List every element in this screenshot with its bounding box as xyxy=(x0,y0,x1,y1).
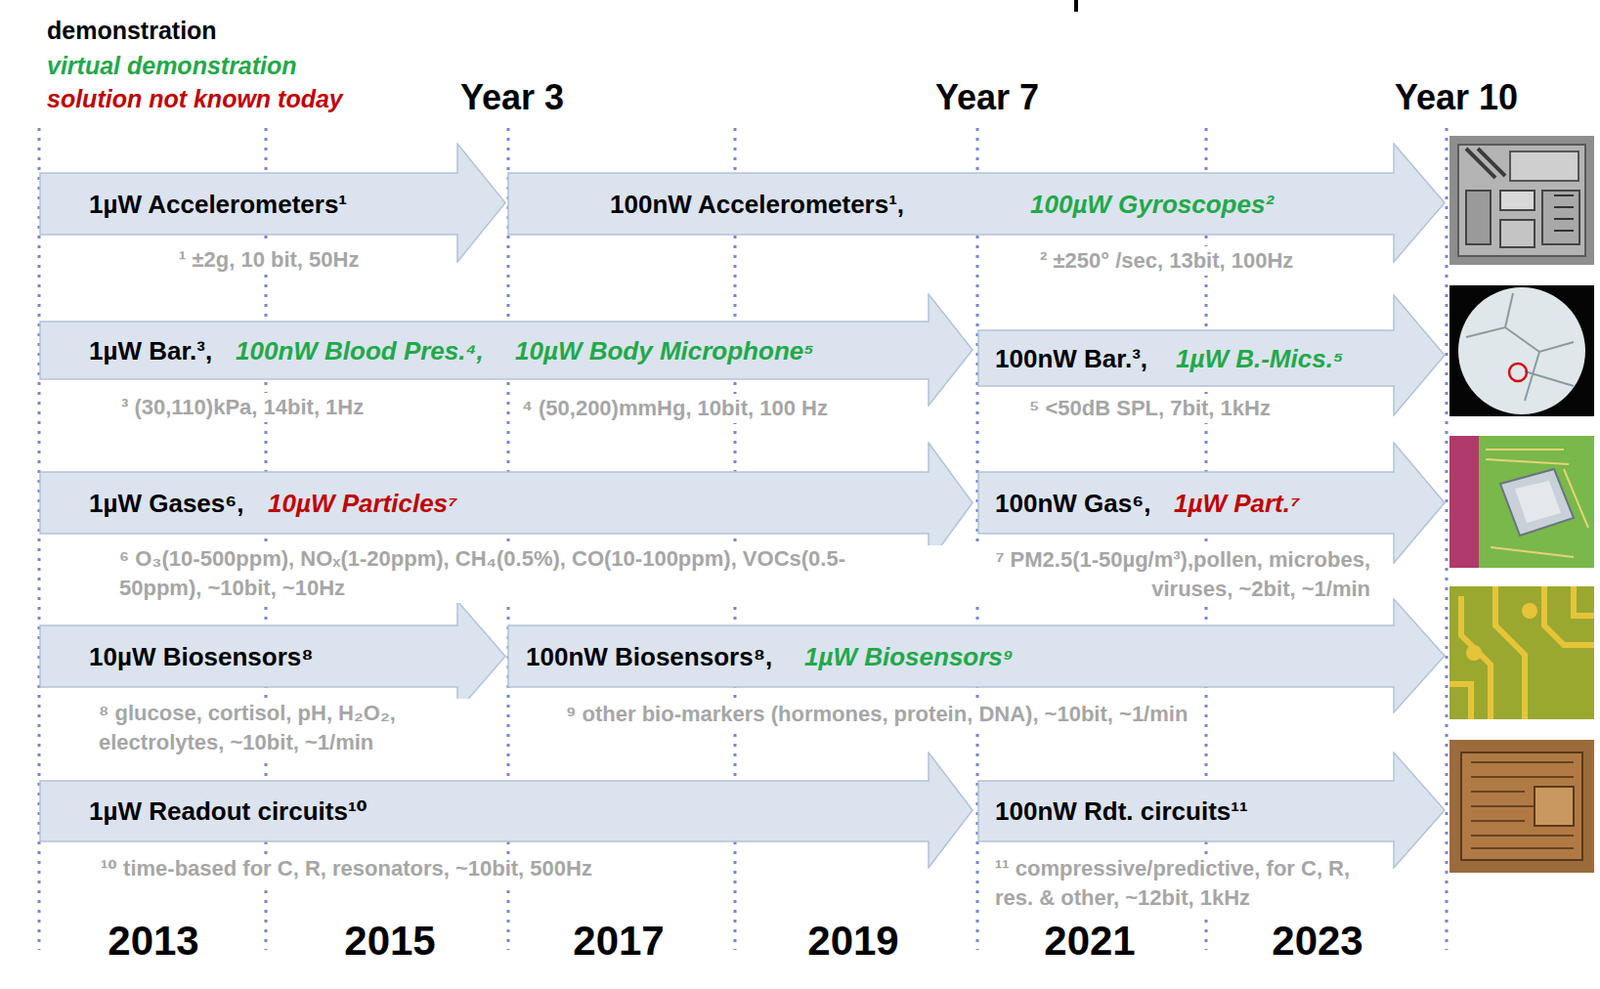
chip-photo xyxy=(1449,135,1595,265)
arrow-label: 1µW Gases⁶, xyxy=(88,487,244,519)
top-mark xyxy=(1074,0,1079,12)
arrow-label: 10µW Body Microphone⁵ xyxy=(515,335,815,367)
legend-entry: demonstration xyxy=(46,15,217,45)
illustration-part xyxy=(1500,190,1535,211)
arrow-outline xyxy=(40,601,506,712)
roadmap-arrow: 100nW Rdt. circuits¹¹ xyxy=(977,751,1447,869)
readout-chip-photo xyxy=(1449,739,1595,873)
arrow-outline xyxy=(508,599,1445,713)
year-label: 2017 xyxy=(550,917,688,965)
footnote: ³ (30,110)kPa, 14bit, 1Hz xyxy=(119,392,366,423)
illustration-part xyxy=(1514,480,1561,523)
year-label: 2023 xyxy=(1249,917,1386,965)
footnote: ¹¹ compressive/predictive, for C, R, res… xyxy=(993,854,1392,913)
illustration-part xyxy=(1449,285,1595,417)
roadmap-arrow: 100nW Biosensors⁸, 1µW Biosensors⁹ xyxy=(507,598,1447,714)
illustration-part xyxy=(1500,469,1574,536)
illustration-part xyxy=(1466,293,1574,401)
year-heading: Year 10 xyxy=(1394,78,1518,118)
footnote: ⁶ O₃(10-500ppm), NOₓ(1-20ppm), CH₄(0.5%)… xyxy=(117,544,849,604)
year-label: 2015 xyxy=(321,917,459,965)
arrow-label: 100nW Blood Pres.⁴, xyxy=(235,335,484,367)
footnote: ⁹ other bio-markers (hormones, protein, … xyxy=(563,699,1190,730)
arrow-label: 1µW Accelerometers¹ xyxy=(88,188,347,220)
illustration-part xyxy=(1449,135,1595,265)
illustration-part xyxy=(1485,449,1589,558)
illustration-part xyxy=(1554,195,1574,231)
arrow-label: 1µW Readout circuits¹⁰ xyxy=(88,795,368,827)
footnote: ⁵ <50dB SPL, 7bit, 1kHz xyxy=(1027,393,1273,424)
illustration-part xyxy=(1534,786,1574,826)
year-label: 2019 xyxy=(784,917,922,965)
legend-text: demonstration xyxy=(46,16,217,44)
illustration-part xyxy=(1449,435,1595,568)
illustration-part xyxy=(1458,144,1586,257)
arrow-label: 1µW B.-Mics.⁵ xyxy=(1175,343,1343,375)
illustration-part xyxy=(1449,586,1595,720)
grid-line xyxy=(1445,128,1449,951)
footnote: ⁴ (50,200)mmHg, 10bit, 100 Hz xyxy=(519,393,830,424)
microscope-photo xyxy=(1449,285,1595,417)
illustration-part xyxy=(1500,219,1535,248)
arrow-label: 100µW Gyroscopes² xyxy=(1030,188,1274,220)
arrow-label: 10µW Biosensors⁸ xyxy=(88,641,314,673)
footnote: ¹ ±2g, 10 bit, 50Hz xyxy=(176,245,361,275)
arrow-outline xyxy=(40,294,973,406)
arrow-label: 100nW Bar.³, xyxy=(994,343,1148,375)
pcb-photo xyxy=(1449,435,1595,568)
illustration-part xyxy=(1449,435,1479,568)
roadmap-arrow: 100nW Accelerometers¹, 100µW Gyroscopes² xyxy=(507,142,1447,263)
legend-text: virtual demonstration xyxy=(46,51,298,80)
arrow-outline xyxy=(508,143,1445,262)
arrow-label: 10µW Particles⁷ xyxy=(267,487,458,519)
electrode-photo xyxy=(1449,586,1595,720)
arrow-label: 100nW Gas⁶, xyxy=(994,487,1151,519)
illustration-part xyxy=(1466,645,1482,661)
illustration-part xyxy=(1466,148,1506,178)
arrow-label: 100nW Biosensors⁸, xyxy=(525,641,773,673)
legend-entry: virtual demonstration xyxy=(46,50,298,81)
arrow-outline xyxy=(40,143,506,262)
year-heading: Year 3 xyxy=(460,78,564,118)
illustration-part xyxy=(1449,586,1595,720)
illustration-part xyxy=(1509,363,1527,382)
illustration-part xyxy=(1510,151,1579,181)
legend-entry: solution not known today xyxy=(46,84,344,114)
footnote: ⁸ glucose, cortisol, pH, H₂O₂, electroly… xyxy=(96,698,496,758)
illustration-part xyxy=(1470,762,1574,849)
roadmap-arrow: 1µW Bar.³, 100nW Blood Pres.⁴, 10µW Body M… xyxy=(39,293,975,407)
arrow-outline xyxy=(978,752,1445,868)
arrow-outline xyxy=(40,752,973,868)
roadmap-arrow: 10µW Biosensors⁸ xyxy=(39,600,508,713)
illustration-part xyxy=(1458,287,1586,415)
year-label: 2013 xyxy=(85,917,222,965)
footnote: ¹⁰ time-based for C, R, resonators, ~10b… xyxy=(98,854,595,884)
footnote: ² ±250° /sec, 13bit, 100Hz xyxy=(1037,246,1296,276)
illustration-part xyxy=(1461,752,1583,861)
arrow-label: 1µW Biosensors⁹ xyxy=(804,641,1014,673)
arrow-label: 100nW Rdt. circuits¹¹ xyxy=(994,795,1249,827)
illustration-part xyxy=(1449,739,1595,873)
illustration-part xyxy=(1466,190,1491,245)
footnote: ⁷ PM2.5(1-50µg/m³),pollen, microbes, vir… xyxy=(922,545,1373,605)
legend-text: solution not known today xyxy=(46,85,344,113)
arrow-label: 1µW Part.⁷ xyxy=(1173,487,1300,519)
year-label: 2021 xyxy=(1021,917,1159,965)
dotted-grid xyxy=(39,128,1447,951)
illustration-part xyxy=(1542,190,1580,245)
year-heading: Year 7 xyxy=(935,78,1039,118)
arrow-label: 100nW Accelerometers¹, xyxy=(609,188,905,220)
illustration-part xyxy=(1521,603,1538,619)
roadmap-arrow: 1µW Readout circuits¹⁰ xyxy=(39,751,975,869)
arrow-label: 1µW Bar.³, xyxy=(88,335,213,367)
